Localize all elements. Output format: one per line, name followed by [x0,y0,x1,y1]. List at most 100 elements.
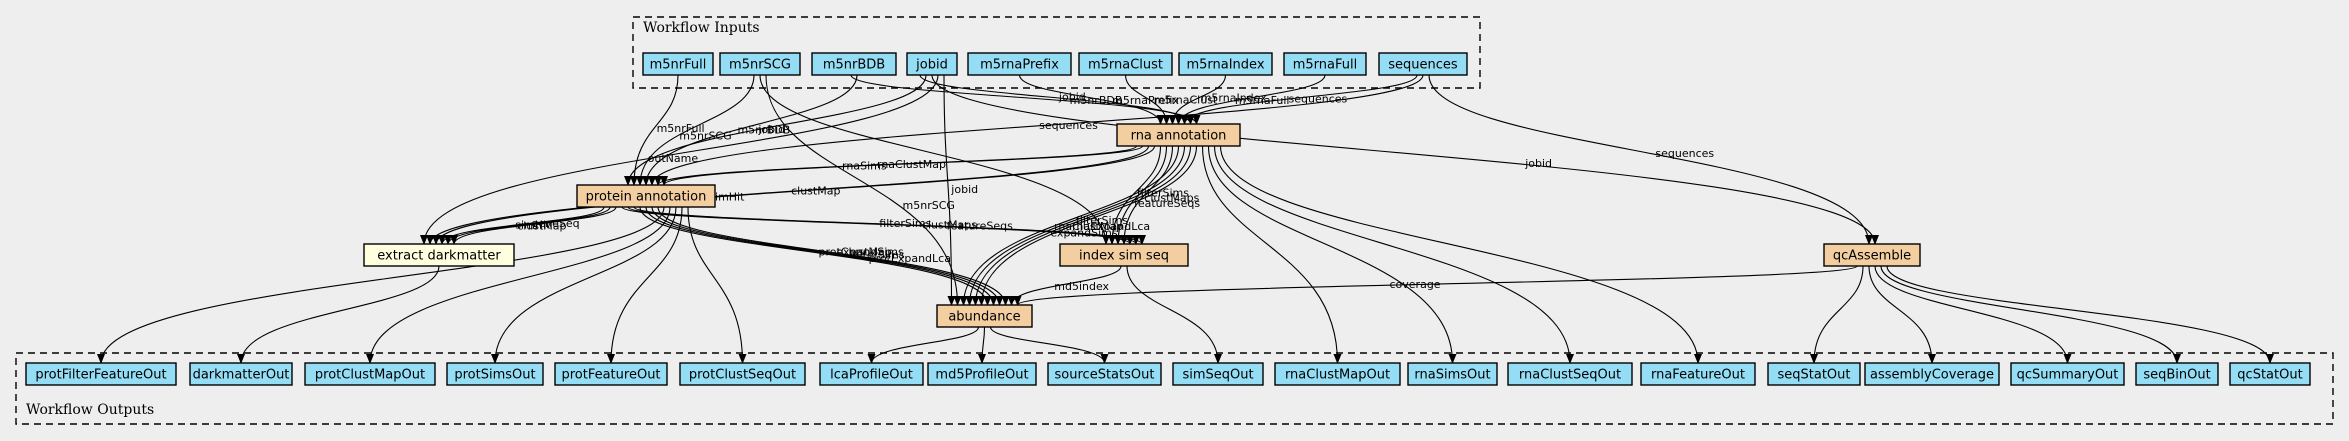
edge-jobid-to-abundance [943,74,956,306]
node-rnaClustMapOut[interactable]: rnaClustMapOut [1274,362,1401,386]
node-box [1767,362,1861,386]
node-label: rnaFeatureOut [1651,368,1745,383]
edge-label: filterSims [853,249,905,262]
edge-label: rnaExpandLca [1072,220,1150,233]
node-box [1407,362,1498,386]
edge-label: simHit [709,191,745,204]
node-m5nrBDB[interactable]: m5nrBDB [811,52,897,76]
node-label: seqBinOut [2143,368,2210,383]
node-abundance[interactable]: abundance [936,304,1033,328]
node-assemblyCoverage[interactable]: assemblyCoverage [1864,362,2000,386]
edge-m5nrSCG-to-abundance [765,74,962,306]
edge-label: rnaClustMap [877,158,946,171]
edge-labels-layer: m5rnaPrefixm5rnaClustm5rnaIndexm5rnaFull… [515,91,1714,293]
node-label: qcSummaryOut [2017,368,2119,383]
node-protSimsOut[interactable]: protSimsOut [446,362,544,386]
node-simSeqOut[interactable]: simSeqOut [1172,362,1264,386]
node-label: seqStatOut [1777,368,1850,383]
edge-rna-annotation-to-index-sim-seq [1120,145,1174,245]
node-box [1283,52,1367,76]
edge-rna-annotation-to-protein-annotation [660,145,1144,186]
node-box [967,52,1072,76]
edge-rna-annotation-to-abundance [977,145,1198,306]
node-box [679,362,806,386]
node-label: rnaSimsOut [1414,368,1490,383]
node-sequences[interactable]: sequences [1378,52,1468,76]
node-label: qcAssemble [1833,249,1911,264]
node-seqStatOut[interactable]: seqStatOut [1767,362,1861,386]
edge-label: md5index [1054,280,1109,293]
node-rnaSimsOut[interactable]: rnaSimsOut [1407,362,1498,386]
node-index-sim-seq[interactable]: index sim seq [1059,243,1189,267]
edge-m5nrSCG-to-index-sim-seq [759,74,1110,245]
node-box [25,362,177,386]
node-label: rnaClustSeqOut [1519,368,1621,383]
edge-m5nrFull-to-protein-annotation [630,74,679,186]
edge-label: protClustMap [818,246,891,259]
edge-label: filterSims [1137,187,1189,200]
node-box [1059,243,1189,267]
edge-rna-annotation-to-rnaFeatureOut [1219,145,1702,364]
node-box [1640,362,1756,386]
node-qcAssemble[interactable]: qcAssemble [1823,243,1921,267]
node-protFeatureOut[interactable]: protFeatureOut [554,362,668,386]
node-protClustMapOut[interactable]: protClustMapOut [304,362,436,386]
edge-protein-annotation-to-abundance [651,206,1004,306]
edge-label: sequences [1289,92,1348,105]
edge-index-sim-seq-to-simSeqOut [1126,265,1222,364]
node-protein-annotation[interactable]: protein annotation [576,184,716,208]
edge-label: outName [648,152,699,165]
edge-label: featureSeqs [1134,197,1200,210]
node-m5rnaIndex[interactable]: m5rnaIndex [1178,52,1273,76]
edge-label: filterSims [1076,214,1128,227]
edge-label: filterSims [879,217,931,230]
node-extract-darkmatter[interactable]: extract darkmatter [363,243,515,267]
edge-label: jobid [1524,157,1552,170]
edge-m5rnaPrefix-to-rna-annotation [1018,74,1165,125]
node-protFilterFeatureOut[interactable]: protFilterFeatureOut [25,362,177,386]
node-label: simSeqOut [1182,368,1253,383]
edge-rna-annotation-to-rnaClustMapOut [1201,145,1342,364]
edges-layer [97,74,2274,364]
node-lcaProfileOut[interactable]: lcaProfileOut [819,362,924,386]
node-m5rnaPrefix[interactable]: m5rnaPrefix [967,52,1072,76]
edge-qcAssemble-to-seqStatOut [1810,265,1864,364]
node-m5rnaClust[interactable]: m5rnaClust [1078,52,1173,76]
node-rnaClustSeqOut[interactable]: rnaClustSeqOut [1507,362,1633,386]
edge-rna-annotation-to-abundance [971,145,1192,306]
node-rna-annotation[interactable]: rna annotation [1116,123,1241,147]
node-label: protFeatureOut [561,368,660,383]
node-qcStatOut[interactable]: qcStatOut [2229,362,2311,386]
node-sourceStatsOut[interactable]: sourceStatsOut [1047,362,1162,386]
node-seqBinOut[interactable]: seqBinOut [2135,362,2219,386]
edge-label: simHit [515,218,551,231]
edge-qcAssemble-to-qcStatOut [1886,265,2274,364]
node-m5nrFull[interactable]: m5nrFull [642,52,714,76]
node-m5nrSCG[interactable]: m5nrSCG [719,52,801,76]
edge-protein-annotation-to-protFilterFeatureOut [97,206,665,364]
node-protClustSeqOut[interactable]: protClustSeqOut [679,362,806,386]
edge-m5nrSCG-to-protein-annotation [636,74,755,186]
node-label: darkmatterOut [193,368,290,383]
node-box [1378,52,1468,76]
edge-label: m5nrSCG [903,199,955,212]
edge-sequences-to-rna-annotation [1180,74,1418,125]
node-box [554,362,668,386]
node-jobid[interactable]: jobid [906,52,958,76]
node-darkmatterOut[interactable]: darkmatterOut [189,362,293,386]
inputs-cluster: Workflow Inputs [632,16,1481,89]
node-m5rnaFull[interactable]: m5rnaFull [1283,52,1367,76]
edge-qcAssemble-to-qcSummaryOut [1874,265,2072,364]
node-rnaFeatureOut[interactable]: rnaFeatureOut [1640,362,1756,386]
edge-label: rnaClustMap [1054,220,1123,233]
node-qcSummaryOut[interactable]: qcSummaryOut [2010,362,2125,386]
edge-qcAssemble-to-abundance [1013,265,1858,306]
edge-rna-annotation-to-rnaSimsOut [1207,145,1457,364]
edge-protein-annotation-to-extract-darkmatter [450,206,617,245]
node-box [642,52,714,76]
node-md5ProfileOut[interactable]: md5ProfileOut [927,362,1037,386]
edge-label: featureSeqs [947,219,1013,232]
